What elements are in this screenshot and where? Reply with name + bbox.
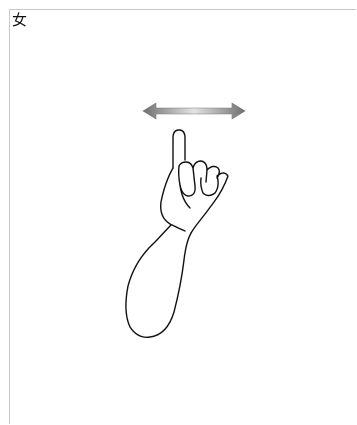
sign-card: 女 — [9, 9, 356, 424]
sign-illustration — [10, 10, 357, 425]
double-headed-arrow-icon — [143, 103, 245, 119]
raised-index-finger-hand-icon — [126, 130, 228, 337]
